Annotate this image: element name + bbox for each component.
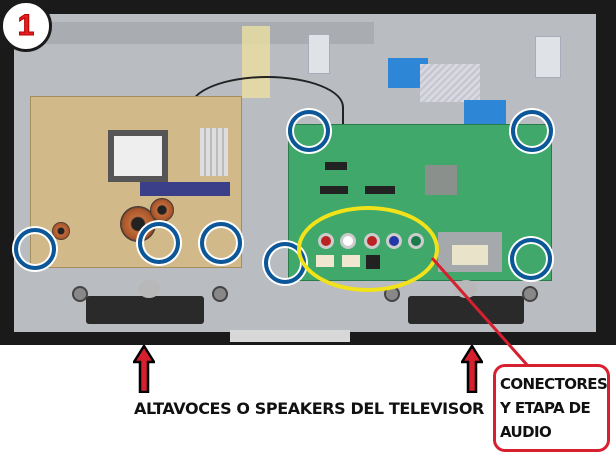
toroid-coil bbox=[52, 222, 70, 240]
screw bbox=[72, 286, 88, 302]
screw bbox=[212, 286, 228, 302]
transformer bbox=[108, 130, 168, 182]
toroid-coil bbox=[150, 198, 174, 222]
speaker-right bbox=[408, 296, 524, 324]
screw bbox=[522, 286, 538, 302]
screw-marker-circle bbox=[14, 228, 56, 270]
main-processor-chip bbox=[425, 165, 457, 195]
hdmi-port bbox=[320, 186, 348, 194]
callout-line: AUDIO bbox=[500, 423, 552, 441]
audio-stage-callout: CONECTORES Y ETAPA DE AUDIO bbox=[493, 364, 610, 452]
up-arrow-icon bbox=[133, 345, 155, 393]
tv-internals-photo: 1 bbox=[0, 0, 616, 345]
callout-line: Y ETAPA DE bbox=[500, 399, 591, 417]
speaker-magnet-right bbox=[455, 280, 477, 298]
tuner-label bbox=[452, 245, 488, 265]
foil-tape-left bbox=[308, 34, 330, 74]
lvds-flex-cable-bottom bbox=[464, 100, 506, 126]
hdmi-port bbox=[325, 162, 347, 170]
callout-line: CONECTORES bbox=[500, 375, 608, 393]
hdmi-port bbox=[365, 186, 395, 194]
screw-marker-circle bbox=[288, 110, 330, 152]
foil-tape-right bbox=[535, 36, 561, 78]
panel-top-strip bbox=[14, 22, 374, 44]
speaker-magnet-left bbox=[138, 280, 160, 298]
screw-marker-circle bbox=[200, 222, 242, 264]
up-arrow-icon bbox=[461, 345, 483, 393]
screw-marker-circle bbox=[510, 238, 552, 280]
heatsink bbox=[200, 128, 228, 176]
step-number: 1 bbox=[17, 9, 35, 43]
step-number-badge: 1 bbox=[0, 0, 52, 52]
screw-marker-circle bbox=[511, 110, 553, 152]
ribbon-cable bbox=[420, 64, 480, 102]
audio-connectors-highlight bbox=[297, 206, 439, 292]
screw-marker-circle bbox=[138, 222, 180, 264]
bottom-bracket bbox=[230, 330, 350, 342]
speaker-left bbox=[86, 296, 204, 324]
capacitor-row bbox=[140, 182, 230, 196]
speakers-caption: ALTAVOCES O SPEAKERS DEL TELEVISOR bbox=[134, 399, 484, 418]
